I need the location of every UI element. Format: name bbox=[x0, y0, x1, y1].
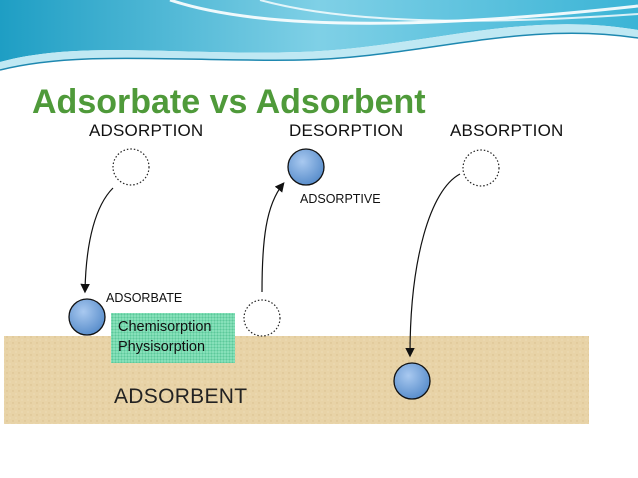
absorption-arrow bbox=[405, 173, 461, 358]
incoming-molecule-absorption bbox=[462, 149, 500, 187]
desorbed-molecule bbox=[287, 148, 325, 186]
slide-title: Adsorbate vs Adsorbent bbox=[32, 83, 426, 121]
incoming-molecule-adsorption bbox=[112, 148, 150, 186]
header-wave-decoration bbox=[0, 0, 638, 71]
sorption-type-box: Chemisorption Physisorption bbox=[111, 313, 235, 363]
adsorbent-surface bbox=[4, 336, 589, 424]
adsorbed-molecule bbox=[68, 298, 106, 336]
adsorption-arrow bbox=[80, 187, 114, 294]
absorption-label: ABSORPTION bbox=[450, 121, 564, 140]
chemisorption-label: Chemisorption bbox=[118, 319, 212, 335]
adsorbent-label: ADSORBENT bbox=[114, 385, 248, 408]
absorbed-molecule bbox=[393, 362, 431, 400]
vacated-site-molecule bbox=[243, 299, 281, 337]
desorption-label: DESORPTION bbox=[289, 121, 404, 140]
adsorption-label: ADSORPTION bbox=[89, 121, 204, 140]
adsorptive-label: ADSORPTIVE bbox=[300, 192, 381, 206]
desorption-arrow bbox=[261, 182, 285, 293]
adsorbate-label: ADSORBATE bbox=[106, 291, 183, 305]
physisorption-label: Physisorption bbox=[118, 339, 206, 355]
